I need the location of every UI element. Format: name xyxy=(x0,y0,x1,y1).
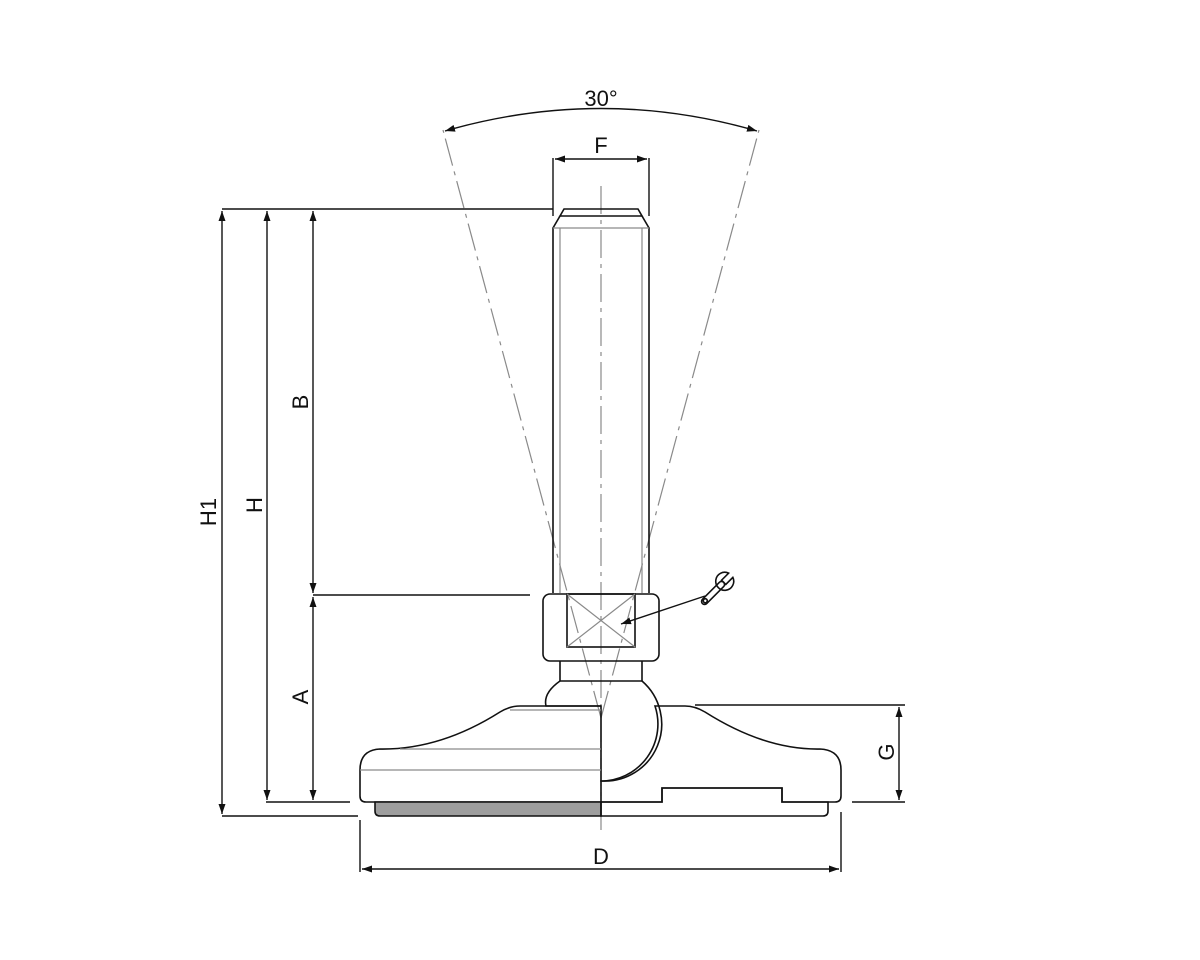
tilt-angle-cone: 30° xyxy=(442,86,760,719)
rubber-pad-section xyxy=(600,787,829,817)
ball-joint xyxy=(544,680,663,782)
vertical-dimensions: H1 H B A xyxy=(196,208,553,817)
wrench-callout xyxy=(620,571,735,625)
dimension-D: D xyxy=(359,812,842,873)
dimension-H-label: H xyxy=(242,497,267,513)
dimension-H1-label: H1 xyxy=(196,498,221,526)
rubber-pad-view xyxy=(374,801,602,817)
dimension-D-label: D xyxy=(593,844,609,869)
dimension-F-label: F xyxy=(594,133,607,158)
threaded-stud xyxy=(552,208,650,593)
hex-nut xyxy=(542,593,660,682)
base-left-view xyxy=(359,705,602,817)
angle-label: 30° xyxy=(584,86,617,111)
dimension-F: F xyxy=(552,133,650,216)
dimension-B-label: B xyxy=(288,395,313,410)
dimension-A-label: A xyxy=(288,689,313,704)
wrench-icon xyxy=(700,571,735,606)
dimension-G-label: G xyxy=(874,743,899,760)
dimension-G: G xyxy=(695,704,905,803)
base-right-section xyxy=(600,705,842,817)
